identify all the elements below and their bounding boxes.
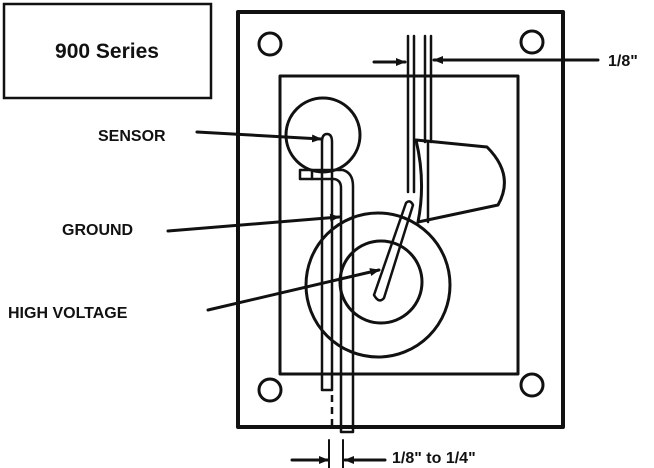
high-voltage-label: HIGH VOLTAGE bbox=[8, 305, 128, 322]
mounting-hole-top-right bbox=[519, 29, 545, 55]
title-box: 900 Series bbox=[2, 2, 213, 100]
sensor-label: SENSOR bbox=[98, 128, 166, 145]
high-voltage-electrode bbox=[372, 200, 415, 302]
gap-bottom-label: 1/8" to 1/4" bbox=[392, 450, 476, 467]
inner-panel bbox=[278, 74, 520, 376]
flame-hood bbox=[414, 138, 506, 224]
ground-label: GROUND bbox=[62, 222, 133, 239]
gap-rods bbox=[406, 34, 433, 194]
mounting-hole-bottom-right bbox=[519, 372, 545, 398]
mounting-hole-top-left bbox=[257, 31, 283, 57]
dimension-arrows bbox=[290, 56, 600, 468]
gap-top-label: 1/8" bbox=[608, 53, 638, 70]
mounting-plate bbox=[236, 10, 565, 429]
diagram-title: 900 Series bbox=[55, 40, 159, 63]
ground-electrode bbox=[298, 168, 355, 434]
callout-arrows bbox=[166, 130, 381, 312]
sensor-electrode bbox=[320, 132, 334, 392]
mounting-hole-bottom-left bbox=[257, 377, 283, 403]
